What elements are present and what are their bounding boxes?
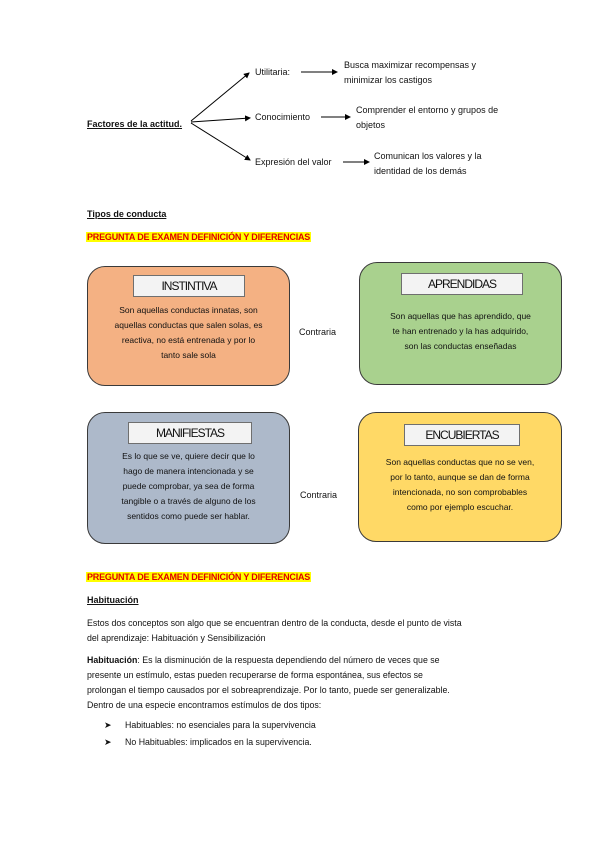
manifiestas-box: MANIFIESTAS Es lo que se ve, quiere deci… — [87, 412, 290, 544]
branch-utilitaria-desc-line1: Busca maximizar recompensas y — [344, 60, 477, 70]
bullet-list: ➤ Habituables: no esenciales para la supe… — [87, 717, 557, 751]
arrow-root-to-conocimiento — [190, 115, 251, 123]
aprendidas-box: APRENDIDAS Son aquellas que has aprendid… — [359, 262, 562, 385]
instintiva-line-1: Son aquellas conductas innatas, son — [119, 305, 258, 315]
aprendidas-line-3: son las conductas enseñadas — [404, 341, 517, 351]
encubiertas-line-4: como por ejemplo escuchar. — [406, 502, 514, 512]
intro-paragraph: Estos dos conceptos son algo que se encu… — [87, 616, 557, 646]
definition-line-1: : Es la disminución de la respuesta depe… — [137, 655, 440, 665]
intro-line-1: Estos dos conceptos son algo que se encu… — [87, 618, 462, 628]
aprendidas-line-2: te han entrenado y la has adquirido, — [392, 326, 529, 336]
diagram-arrows — [190, 69, 370, 165]
branch-utilitaria-desc-line2: minimizar los castigos — [344, 75, 433, 85]
aprendidas-line-1: Son aquellas que has aprendido, que — [390, 311, 531, 321]
branch-expresion-desc-line1: Comunican los valores y la — [374, 151, 482, 161]
exam-tag-1: PREGUNTA DE EXAMEN DEFINICIÓN Y DIFERENC… — [86, 232, 312, 242]
branch-utilitaria-label: Utilitaria: — [255, 67, 291, 77]
instintiva-line-3: reactiva, no está entrenada y por lo — [121, 335, 256, 345]
branch-conocimiento-desc-line2: objetos — [356, 120, 386, 130]
arrowhead-bullet-icon: ➤ — [104, 737, 112, 747]
encubiertas-title: ENCUBIERTAS — [404, 424, 520, 446]
instintiva-box: INSTINTIVA Son aquellas conductas innata… — [87, 266, 290, 386]
encubiertas-line-3: intencionada, no son comprobables — [392, 487, 528, 497]
aprendidas-title: APRENDIDAS — [401, 273, 523, 295]
definition-line-2: presente un estímulo, estas pueden recup… — [87, 670, 423, 680]
arrowhead-bullet-icon: ➤ — [104, 720, 112, 730]
exam-tag-2: PREGUNTA DE EXAMEN DEFINICIÓN Y DIFERENC… — [86, 572, 312, 582]
definition-line-4: Dentro de una especie encontramos estímu… — [87, 700, 322, 710]
definition-paragraph: Habituación: Es la disminución de la res… — [87, 653, 557, 713]
encubiertas-box: ENCUBIERTAS Son aquellas conductas que n… — [358, 412, 562, 542]
definition-label: Habituación — [87, 655, 138, 665]
manifiestas-line-3: puede comprobar, ya sea de forma — [122, 481, 255, 491]
instintiva-line-4: tanto sale sola — [161, 350, 216, 360]
tipos-heading: Tipos de conducta — [87, 209, 167, 219]
definition-line-3: prolongan el tiempo causados por el sobr… — [87, 685, 450, 695]
branch-expresion-desc-line2: identidad de los demás — [374, 166, 467, 176]
arrow-root-to-expresion — [190, 122, 251, 161]
diagram-root-label: Factores de la actitud. — [87, 119, 183, 129]
contraria-label-2: Contraria — [300, 490, 338, 500]
manifiestas-line-4: tangible o a través de alguno de los — [121, 496, 256, 506]
intro-line-2: del aprendizaje: Habituación y Sensibili… — [87, 633, 266, 643]
habituacion-heading: Habituación — [87, 595, 139, 605]
branch-expresion-label: Expresión del valor — [255, 157, 332, 167]
branch-conocimiento-label: Conocimiento — [255, 112, 311, 122]
bullet-text-1: Habituables: no esenciales para la super… — [125, 720, 316, 730]
list-item: ➤ Habituables: no esenciales para la supe… — [87, 717, 557, 734]
manifiestas-line-5: sentidos como puede ser hablar. — [127, 511, 250, 521]
manifiestas-title: MANIFIESTAS — [128, 422, 252, 444]
encubiertas-line-2: por lo tanto, aunque se dan de forma — [390, 472, 530, 482]
list-item: ➤ No Habituables: implicados en la superv… — [87, 734, 557, 751]
instintiva-line-2: aquellas conductas que salen solas, es — [114, 320, 263, 330]
manifiestas-line-1: Es lo que se ve, quiere decir que lo — [122, 451, 255, 461]
bullet-text-2: No Habituables: implicados en la supervi… — [125, 737, 312, 747]
branch-conocimiento-desc-line1: Comprender el entorno y grupos de — [356, 105, 499, 115]
arrow-root-to-utilitaria — [190, 72, 250, 122]
contraria-label-1: Contraria — [299, 327, 337, 337]
instintiva-title: INSTINTIVA — [133, 275, 245, 297]
encubiertas-line-1: Son aquellas conductas que no se ven, — [385, 457, 535, 467]
manifiestas-line-2: hago de manera intencionada y se — [123, 466, 254, 476]
